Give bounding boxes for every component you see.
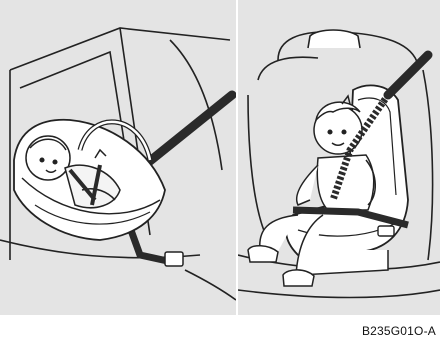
infant-seat-panel — [0, 0, 236, 315]
figure-code: B235G01O-A — [362, 324, 436, 338]
booster-seat-drawing — [238, 0, 440, 315]
belt-buckle — [378, 226, 394, 236]
belt-buckle — [165, 252, 183, 266]
booster-seat-panel — [238, 0, 440, 315]
infant-seat-drawing — [0, 0, 236, 315]
